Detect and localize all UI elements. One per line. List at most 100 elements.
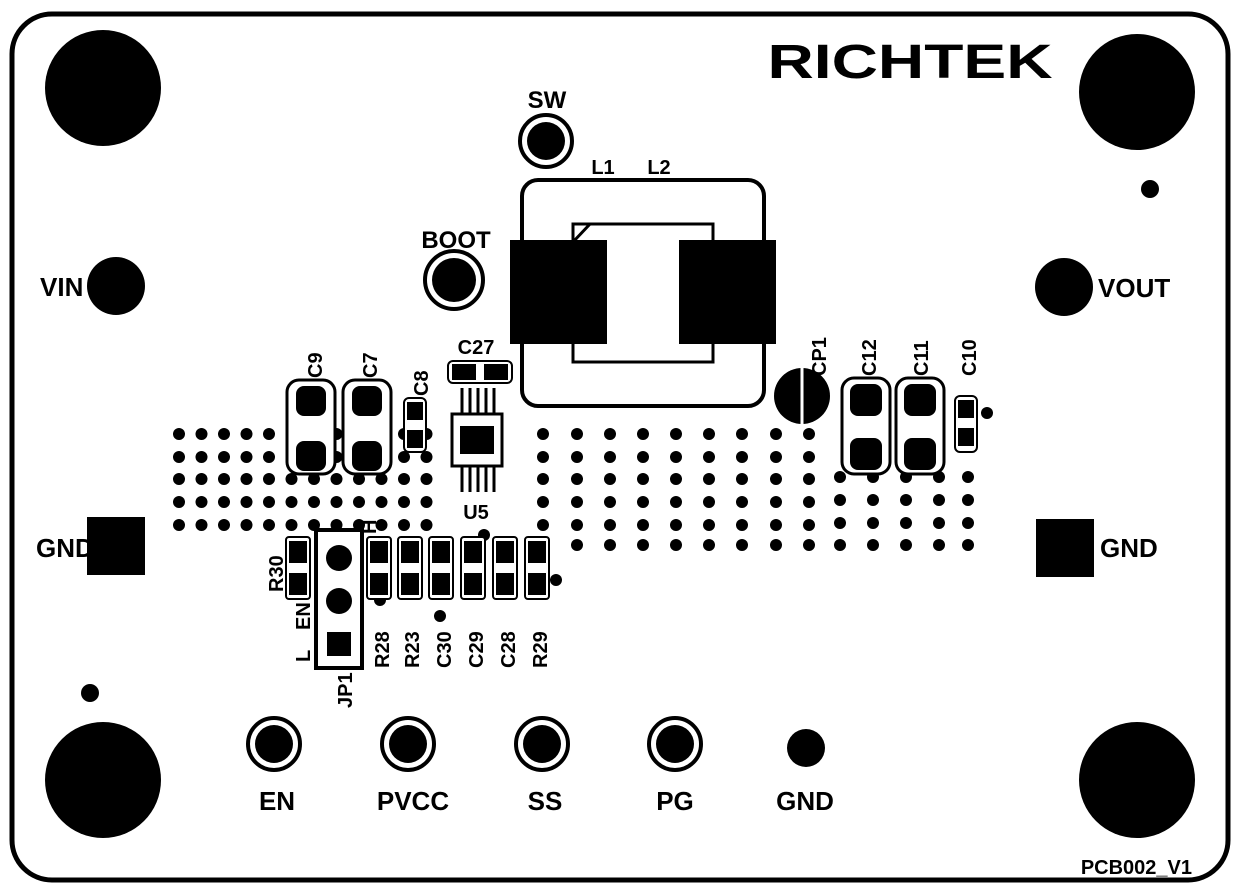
c9-label: C9: [305, 352, 327, 378]
vout-label: VOUT: [1098, 273, 1170, 303]
c9-footprint: [285, 378, 337, 476]
via: [571, 451, 583, 463]
pvcc-test-point[interactable]: [380, 716, 436, 772]
c30-label: C30: [434, 631, 456, 668]
pg-test-point[interactable]: [647, 716, 703, 772]
via: [962, 471, 974, 483]
via: [770, 539, 782, 551]
c8-footprint: [403, 397, 427, 453]
via: [604, 539, 616, 551]
via: [703, 451, 715, 463]
via: [195, 451, 208, 463]
c8-label: C8: [411, 370, 433, 396]
via: [770, 473, 782, 485]
via: [834, 539, 846, 551]
via: [195, 473, 208, 485]
c29-label: C29: [466, 631, 488, 668]
smd-part: [460, 536, 486, 600]
r29-label: R29: [530, 631, 552, 668]
via: [736, 473, 748, 485]
via: [263, 496, 275, 508]
jumper-l-label: L: [293, 650, 315, 662]
via: [537, 428, 549, 440]
via: [803, 428, 815, 440]
via: [670, 451, 682, 463]
gnd-right-label: GND: [1100, 533, 1158, 563]
mounting-hole-top-left: [45, 30, 161, 146]
cp1-label: CP1: [809, 337, 831, 376]
via: [173, 428, 185, 440]
board-outline: [9, 11, 1231, 883]
gnd-right-pad[interactable]: [1036, 519, 1094, 577]
via: [604, 473, 616, 485]
via: [962, 494, 974, 506]
c7-label: C7: [360, 352, 382, 378]
vout-terminal[interactable]: [1035, 258, 1093, 316]
c11-footprint: [894, 376, 946, 476]
via: [330, 473, 343, 485]
via: [240, 451, 253, 463]
via: [434, 610, 446, 622]
via: [637, 496, 649, 508]
via-field: [173, 428, 974, 622]
via: [537, 496, 549, 508]
via: [420, 519, 433, 531]
smd-row: [366, 536, 550, 600]
via: [285, 473, 298, 485]
jp1-header[interactable]: [314, 528, 364, 670]
en-label: EN: [259, 786, 295, 816]
pg-label: PG: [656, 786, 694, 816]
mounting-hole-bottom-left: [45, 722, 161, 838]
boot-test-point[interactable]: [423, 249, 485, 311]
via: [308, 473, 320, 485]
via: [604, 519, 616, 531]
fiducial-left: [81, 684, 99, 702]
via: [240, 428, 253, 440]
via: [670, 496, 682, 508]
c12-label: C12: [859, 339, 881, 376]
via: [803, 473, 815, 485]
u5-label: U5: [463, 502, 489, 524]
via: [195, 519, 208, 531]
sw-test-point[interactable]: [518, 113, 574, 169]
via: [308, 496, 320, 508]
via: [736, 519, 748, 531]
via: [867, 539, 879, 551]
vin-terminal[interactable]: [87, 257, 145, 315]
via: [900, 494, 912, 506]
r30-footprint: [285, 536, 311, 600]
ss-test-point[interactable]: [514, 716, 570, 772]
via: [263, 519, 275, 531]
via: [195, 496, 208, 508]
smd-part: [397, 536, 423, 600]
richtek-logo: RICHTEK: [768, 36, 1053, 89]
via: [263, 473, 275, 485]
via: [218, 473, 230, 485]
smd-part: [492, 536, 518, 600]
via: [962, 539, 974, 551]
gnd-bottom-test-point[interactable]: [787, 729, 825, 767]
c10-label: C10: [959, 339, 981, 376]
via: [263, 428, 275, 440]
via: [263, 451, 275, 463]
via: [637, 539, 649, 551]
via: [240, 473, 253, 485]
via: [803, 519, 815, 531]
l1-label: L1: [591, 157, 614, 179]
via: [537, 451, 549, 463]
via: [375, 519, 388, 531]
gnd-left-pad[interactable]: [87, 517, 145, 575]
via: [375, 496, 388, 508]
pvcc-label: PVCC: [377, 786, 449, 816]
board-version-label: PCB002_V1: [1081, 857, 1192, 879]
via: [420, 451, 433, 463]
via: [240, 519, 253, 531]
via: [173, 496, 185, 508]
via: [420, 473, 433, 485]
c7-footprint: [341, 378, 393, 476]
via: [398, 519, 410, 531]
smd-part: [524, 536, 550, 600]
via: [736, 428, 748, 440]
en-test-point[interactable]: [246, 716, 302, 772]
via: [571, 473, 583, 485]
